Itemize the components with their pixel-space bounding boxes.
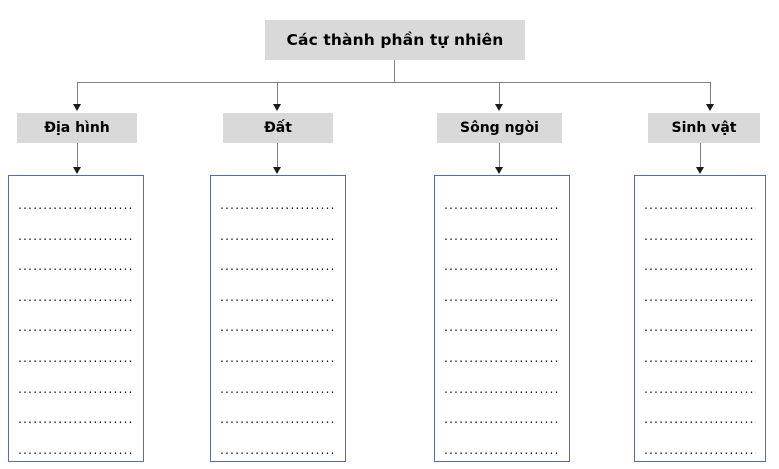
blank-writing-line: .......................... (644, 319, 756, 335)
blank-writing-line: .......................... (644, 258, 756, 274)
blank-writing-line: .......................... (18, 380, 134, 396)
blank-writing-line: .......................... (220, 411, 336, 427)
arrow-head-down-icon-6 (273, 167, 281, 174)
arrow-head-down-icon-7 (495, 167, 503, 174)
blank-writing-line: .......................... (644, 380, 756, 396)
blank-writing-line: .......................... (444, 380, 560, 396)
blank-writing-line: .......................... (644, 227, 756, 243)
connector-category-to-content-1 (77, 143, 79, 169)
blank-writing-line: .......................... (220, 227, 336, 243)
blank-writing-line: .......................... (18, 411, 134, 427)
connector-horizontal-bar (77, 82, 711, 84)
blank-writing-line: .......................... (220, 258, 336, 274)
blank-writing-line: .......................... (220, 319, 336, 335)
category-box-dat: Đất (223, 113, 333, 143)
connector-drop-4 (710, 82, 712, 106)
connector-drop-3 (499, 82, 501, 106)
category-box-song-ngoi: Sông ngòi (437, 113, 562, 143)
arrow-head-down-icon-1 (73, 104, 81, 111)
blank-writing-line: .......................... (444, 197, 560, 212)
answer-box-dat[interactable]: ........................................… (210, 175, 346, 462)
blank-writing-line: .......................... (644, 288, 756, 304)
blank-writing-line: .......................... (220, 349, 336, 365)
blank-writing-line: .......................... (644, 411, 756, 427)
connector-category-to-content-3 (499, 143, 501, 169)
blank-writing-line: .......................... (444, 441, 560, 457)
answer-box-sinh-vat[interactable]: ........................................… (634, 175, 766, 462)
blank-writing-line: .......................... (220, 288, 336, 304)
arrow-head-down-icon-3 (495, 104, 503, 111)
connector-category-to-content-4 (700, 143, 702, 169)
arrow-head-down-icon-8 (696, 167, 704, 174)
blank-writing-line: .......................... (444, 258, 560, 274)
blank-writing-line: .......................... (444, 411, 560, 427)
blank-writing-line: .......................... (444, 227, 560, 243)
blank-writing-line: .......................... (444, 349, 560, 365)
answer-box-dia-hinh[interactable]: ........................................… (8, 175, 144, 462)
connector-drop-2 (277, 82, 279, 106)
category-box-sinh-vat: Sinh vật (648, 113, 760, 143)
arrow-head-down-icon-2 (273, 104, 281, 111)
blank-writing-line: .......................... (18, 258, 134, 274)
blank-writing-line: .......................... (220, 197, 336, 212)
blank-writing-line: .......................... (18, 349, 134, 365)
blank-writing-line: .......................... (18, 227, 134, 243)
blank-writing-line: .......................... (18, 288, 134, 304)
answer-box-song-ngoi[interactable]: ........................................… (434, 175, 570, 462)
blank-writing-line: .......................... (18, 441, 134, 457)
blank-writing-line: .......................... (220, 441, 336, 457)
connector-category-to-content-2 (277, 143, 279, 169)
blank-writing-line: .......................... (644, 197, 756, 212)
blank-writing-line: .......................... (18, 197, 134, 212)
blank-writing-line: .......................... (644, 441, 756, 457)
blank-writing-line: .......................... (444, 288, 560, 304)
blank-writing-line: .......................... (220, 380, 336, 396)
connector-root-stem (394, 60, 396, 83)
blank-writing-line: .......................... (444, 319, 560, 335)
category-box-dia-hinh: Địa hình (17, 113, 137, 143)
blank-writing-line: .......................... (644, 349, 756, 365)
arrow-head-down-icon-5 (73, 167, 81, 174)
diagram-title-box: Các thành phần tự nhiên (265, 20, 525, 60)
blank-writing-line: .......................... (18, 319, 134, 335)
arrow-head-down-icon-4 (706, 104, 714, 111)
connector-drop-1 (77, 82, 79, 106)
